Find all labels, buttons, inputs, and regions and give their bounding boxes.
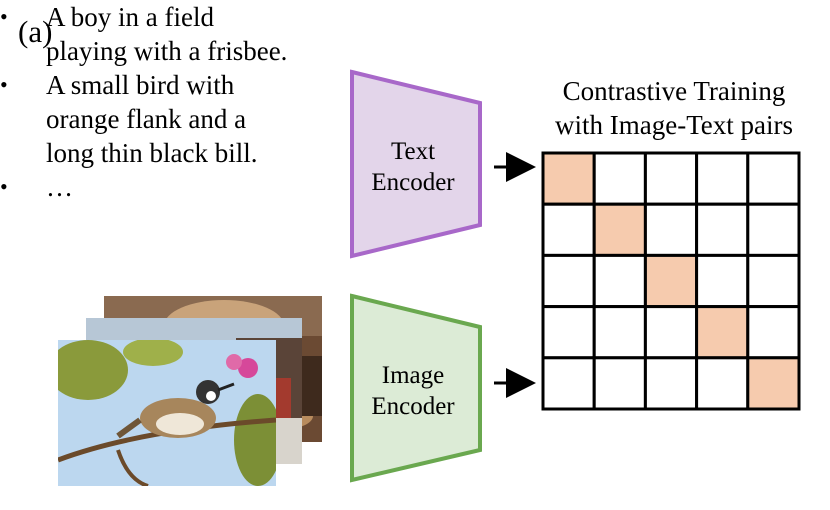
bullet-icon: • — [0, 72, 8, 97]
matrix-cell-positive — [541, 151, 596, 206]
caption-line: A small bird with — [46, 70, 235, 100]
caption-item: • A boy in a field playing with a frisbe… — [0, 0, 330, 68]
matrix-cell-positive — [746, 356, 801, 411]
matrix-cell — [695, 253, 750, 309]
matrix-cell — [695, 356, 750, 411]
text-encoder-shape — [350, 69, 482, 259]
matrix-cell — [695, 151, 750, 206]
matrix-cell-positive — [695, 305, 750, 360]
text-encoder-line2: Encoder — [371, 169, 455, 196]
caption-line: playing with a frisbee. — [46, 36, 288, 66]
bullet-icon: • — [0, 4, 8, 29]
matrix-cell-positive — [643, 253, 699, 309]
matrix-cell — [643, 151, 699, 206]
matrix-cell-positive — [592, 202, 647, 257]
image-encoder-shape — [350, 293, 482, 483]
panel-label: (a) — [18, 14, 53, 49]
caption-list: • A boy in a field playing with a frisbe… — [0, 0, 330, 204]
matrix-cell — [541, 202, 596, 257]
caption-line: A boy in a field — [46, 2, 214, 32]
matrix-cell — [643, 202, 699, 257]
matrix-title-line2: with Image-Text pairs — [554, 110, 794, 140]
image-encoder-line1: Image — [381, 362, 445, 389]
caption-line: orange flank and a — [46, 104, 247, 134]
caption-line: long thin black bill. — [46, 138, 258, 168]
similarity-matrix — [541, 151, 801, 411]
matrix-cell — [541, 356, 596, 411]
matrix-cell — [541, 253, 596, 309]
matrix-title: Contrastive Training with Image-Text pai… — [540, 74, 808, 142]
matrix-cell — [746, 202, 801, 257]
matrix-cell — [592, 151, 647, 206]
image-encoder-line2: Encoder — [371, 393, 455, 420]
matrix-cell — [592, 253, 647, 309]
caption-line: … — [46, 172, 73, 202]
matrix-cell — [541, 305, 596, 360]
matrix-cell — [592, 356, 647, 411]
caption-item: • A small bird with orange flank and a l… — [0, 68, 330, 170]
matrix-title-line1: Contrastive Training — [562, 76, 786, 106]
matrix-cell — [695, 202, 750, 257]
text-encoder-line1: Text — [390, 138, 436, 165]
image-encoder-label: Image Encoder — [348, 360, 478, 422]
text-encoder-label: Text Encoder — [348, 136, 478, 198]
bird-photo — [58, 340, 276, 486]
matrix-cell — [643, 305, 699, 360]
matrix-cell — [746, 151, 801, 206]
caption-item: • … — [0, 170, 330, 204]
matrix-cell — [746, 253, 801, 309]
bullet-icon: • — [0, 174, 8, 199]
matrix-cell — [592, 305, 647, 360]
matrix-cell — [746, 305, 801, 360]
matrix-cell — [643, 356, 699, 411]
